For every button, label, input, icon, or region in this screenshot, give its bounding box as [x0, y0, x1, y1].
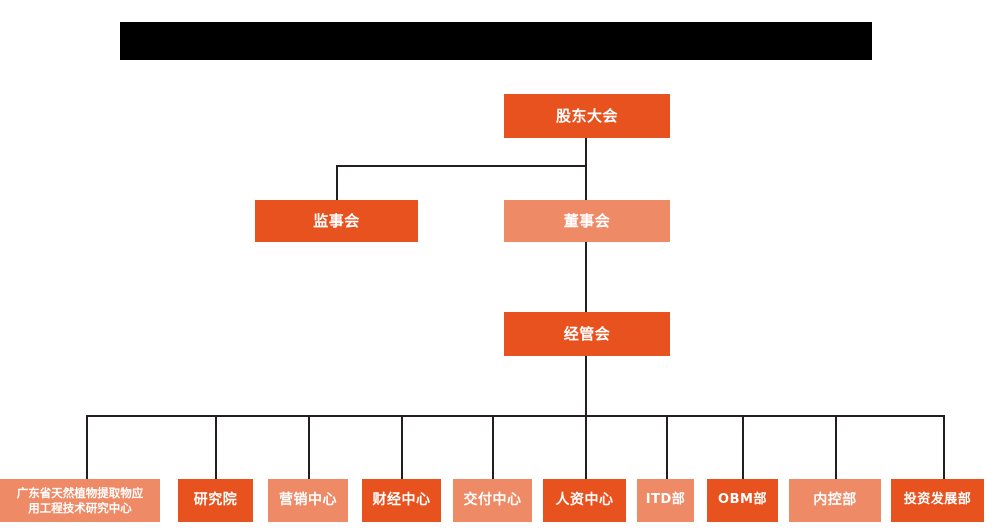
- node-dept-research-center[interactable]: 广东省天然植物提取物应 用工程技术研究中心: [0, 479, 160, 522]
- node-label: 投资发展部: [903, 492, 972, 508]
- connector-drop-finance-center: [401, 415, 403, 479]
- node-label: 广东省天然植物提取物应 用工程技术研究中心: [16, 486, 144, 515]
- connector-drop-investment-development: [943, 415, 945, 479]
- connector-to-directors: [585, 165, 587, 201]
- redacted-title-bar: [120, 22, 872, 60]
- node-board-of-directors[interactable]: 董事会: [504, 200, 670, 242]
- connector-drop-research-institute: [215, 415, 217, 479]
- node-dept-hr-center[interactable]: 人资中心: [543, 479, 626, 522]
- node-dept-marketing-center[interactable]: 营销中心: [268, 479, 348, 522]
- node-label: 研究院: [193, 491, 238, 508]
- connector-drop-obm: [742, 415, 744, 479]
- connector-departments-bus: [86, 415, 945, 417]
- connector-management-stem: [585, 356, 587, 416]
- node-dept-investment-development[interactable]: 投资发展部: [891, 479, 984, 522]
- connector-level2-bus: [336, 165, 586, 167]
- connector-drop-marketing-center: [308, 415, 310, 479]
- connector-shareholders-stem: [585, 138, 587, 166]
- node-label: 财经中心: [372, 491, 431, 508]
- node-label: 人资中心: [555, 491, 614, 508]
- node-label: 股东大会: [555, 106, 618, 125]
- node-management-committee[interactable]: 经管会: [504, 312, 670, 356]
- node-board-of-supervisors[interactable]: 监事会: [255, 200, 418, 242]
- node-label: 董事会: [563, 211, 611, 230]
- node-dept-internal-control[interactable]: 内控部: [789, 479, 881, 522]
- node-label: 交付中心: [463, 491, 522, 508]
- node-dept-delivery-center[interactable]: 交付中心: [453, 479, 532, 522]
- node-label: 经管会: [563, 324, 611, 343]
- node-dept-research-institute[interactable]: 研究院: [178, 479, 253, 522]
- node-label: ITD部: [645, 492, 686, 508]
- connector-drop-internal-control: [835, 415, 837, 479]
- node-label: 监事会: [313, 211, 360, 230]
- node-dept-finance-center[interactable]: 财经中心: [362, 479, 441, 522]
- node-shareholders-meeting[interactable]: 股东大会: [504, 94, 670, 138]
- node-dept-obm[interactable]: OBM部: [707, 479, 778, 522]
- connector-directors-to-management: [585, 242, 587, 312]
- connector-drop-research-center: [86, 415, 88, 479]
- connector-to-supervisors: [336, 165, 338, 201]
- connector-drop-delivery-center: [492, 415, 494, 479]
- connector-drop-itd: [666, 415, 668, 479]
- node-label: 营销中心: [279, 491, 337, 508]
- node-dept-itd[interactable]: ITD部: [637, 479, 694, 522]
- connector-drop-hr-center: [585, 415, 587, 479]
- node-label: OBM部: [718, 492, 767, 508]
- node-label: 内控部: [813, 491, 857, 508]
